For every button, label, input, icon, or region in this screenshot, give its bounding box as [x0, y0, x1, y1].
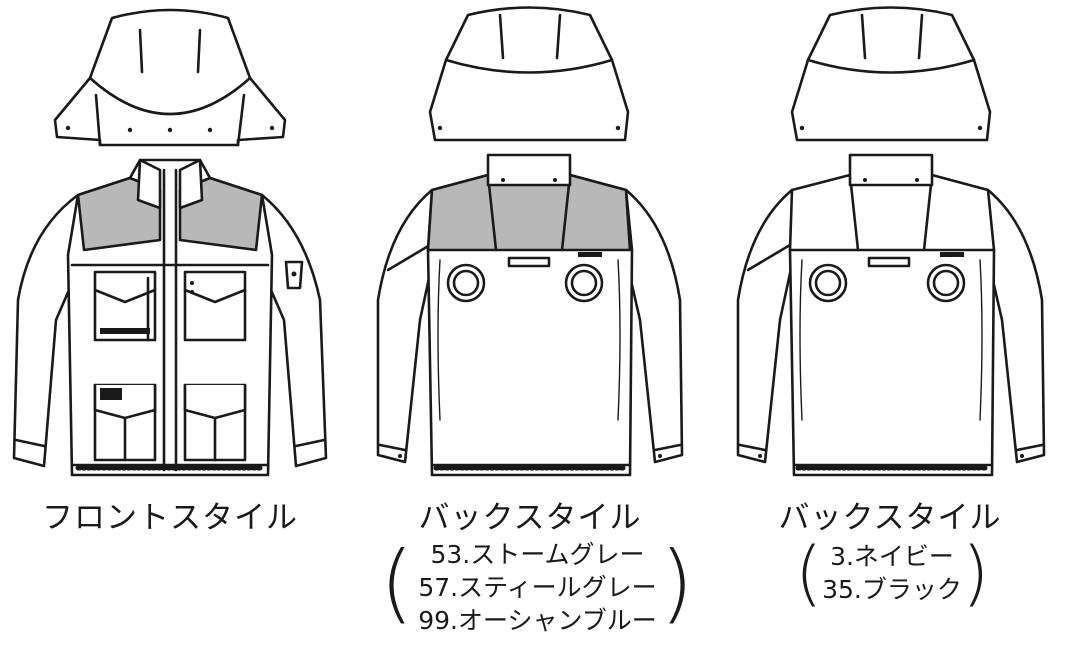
color-item: 3.ネイビー [830, 542, 954, 571]
color-list-2: 3.ネイビー 35.ブラック [812, 540, 972, 606]
paren-right-2: ) [962, 532, 990, 614]
color-item: 99.オーシャンブルー [418, 606, 657, 635]
back-style-caption-1: バックスタイル [418, 500, 642, 536]
color-list-1: 53.ストームグレー 57.スティールグレー 99.オーシャンブルー [405, 538, 670, 637]
back-left-sleeve [376, 188, 437, 464]
front-jacket [12, 8, 328, 477]
front-style-caption: フロントスタイル [42, 500, 298, 536]
color-item: 57.スティールグレー [418, 573, 657, 602]
jacket-illustrations [12, 6, 1046, 477]
color-item: 53.ストームグレー [430, 540, 645, 569]
paren-right-1: ) [660, 533, 694, 633]
back-right-sleeve [622, 188, 684, 464]
front-hood [53, 8, 287, 147]
front-left-sleeve [12, 193, 84, 468]
front-right-sleeve [256, 193, 328, 468]
back-jacket-gray [376, 6, 684, 477]
color-item: 35.ブラック [822, 575, 962, 604]
back-hood-2 [790, 6, 992, 142]
paren-left-2: ( [795, 532, 823, 614]
paren-left-1: ( [380, 533, 414, 633]
back-hood-1 [428, 6, 630, 142]
back-style-caption-2: バックスタイル [778, 500, 1002, 536]
back-jacket-white [736, 6, 1046, 477]
